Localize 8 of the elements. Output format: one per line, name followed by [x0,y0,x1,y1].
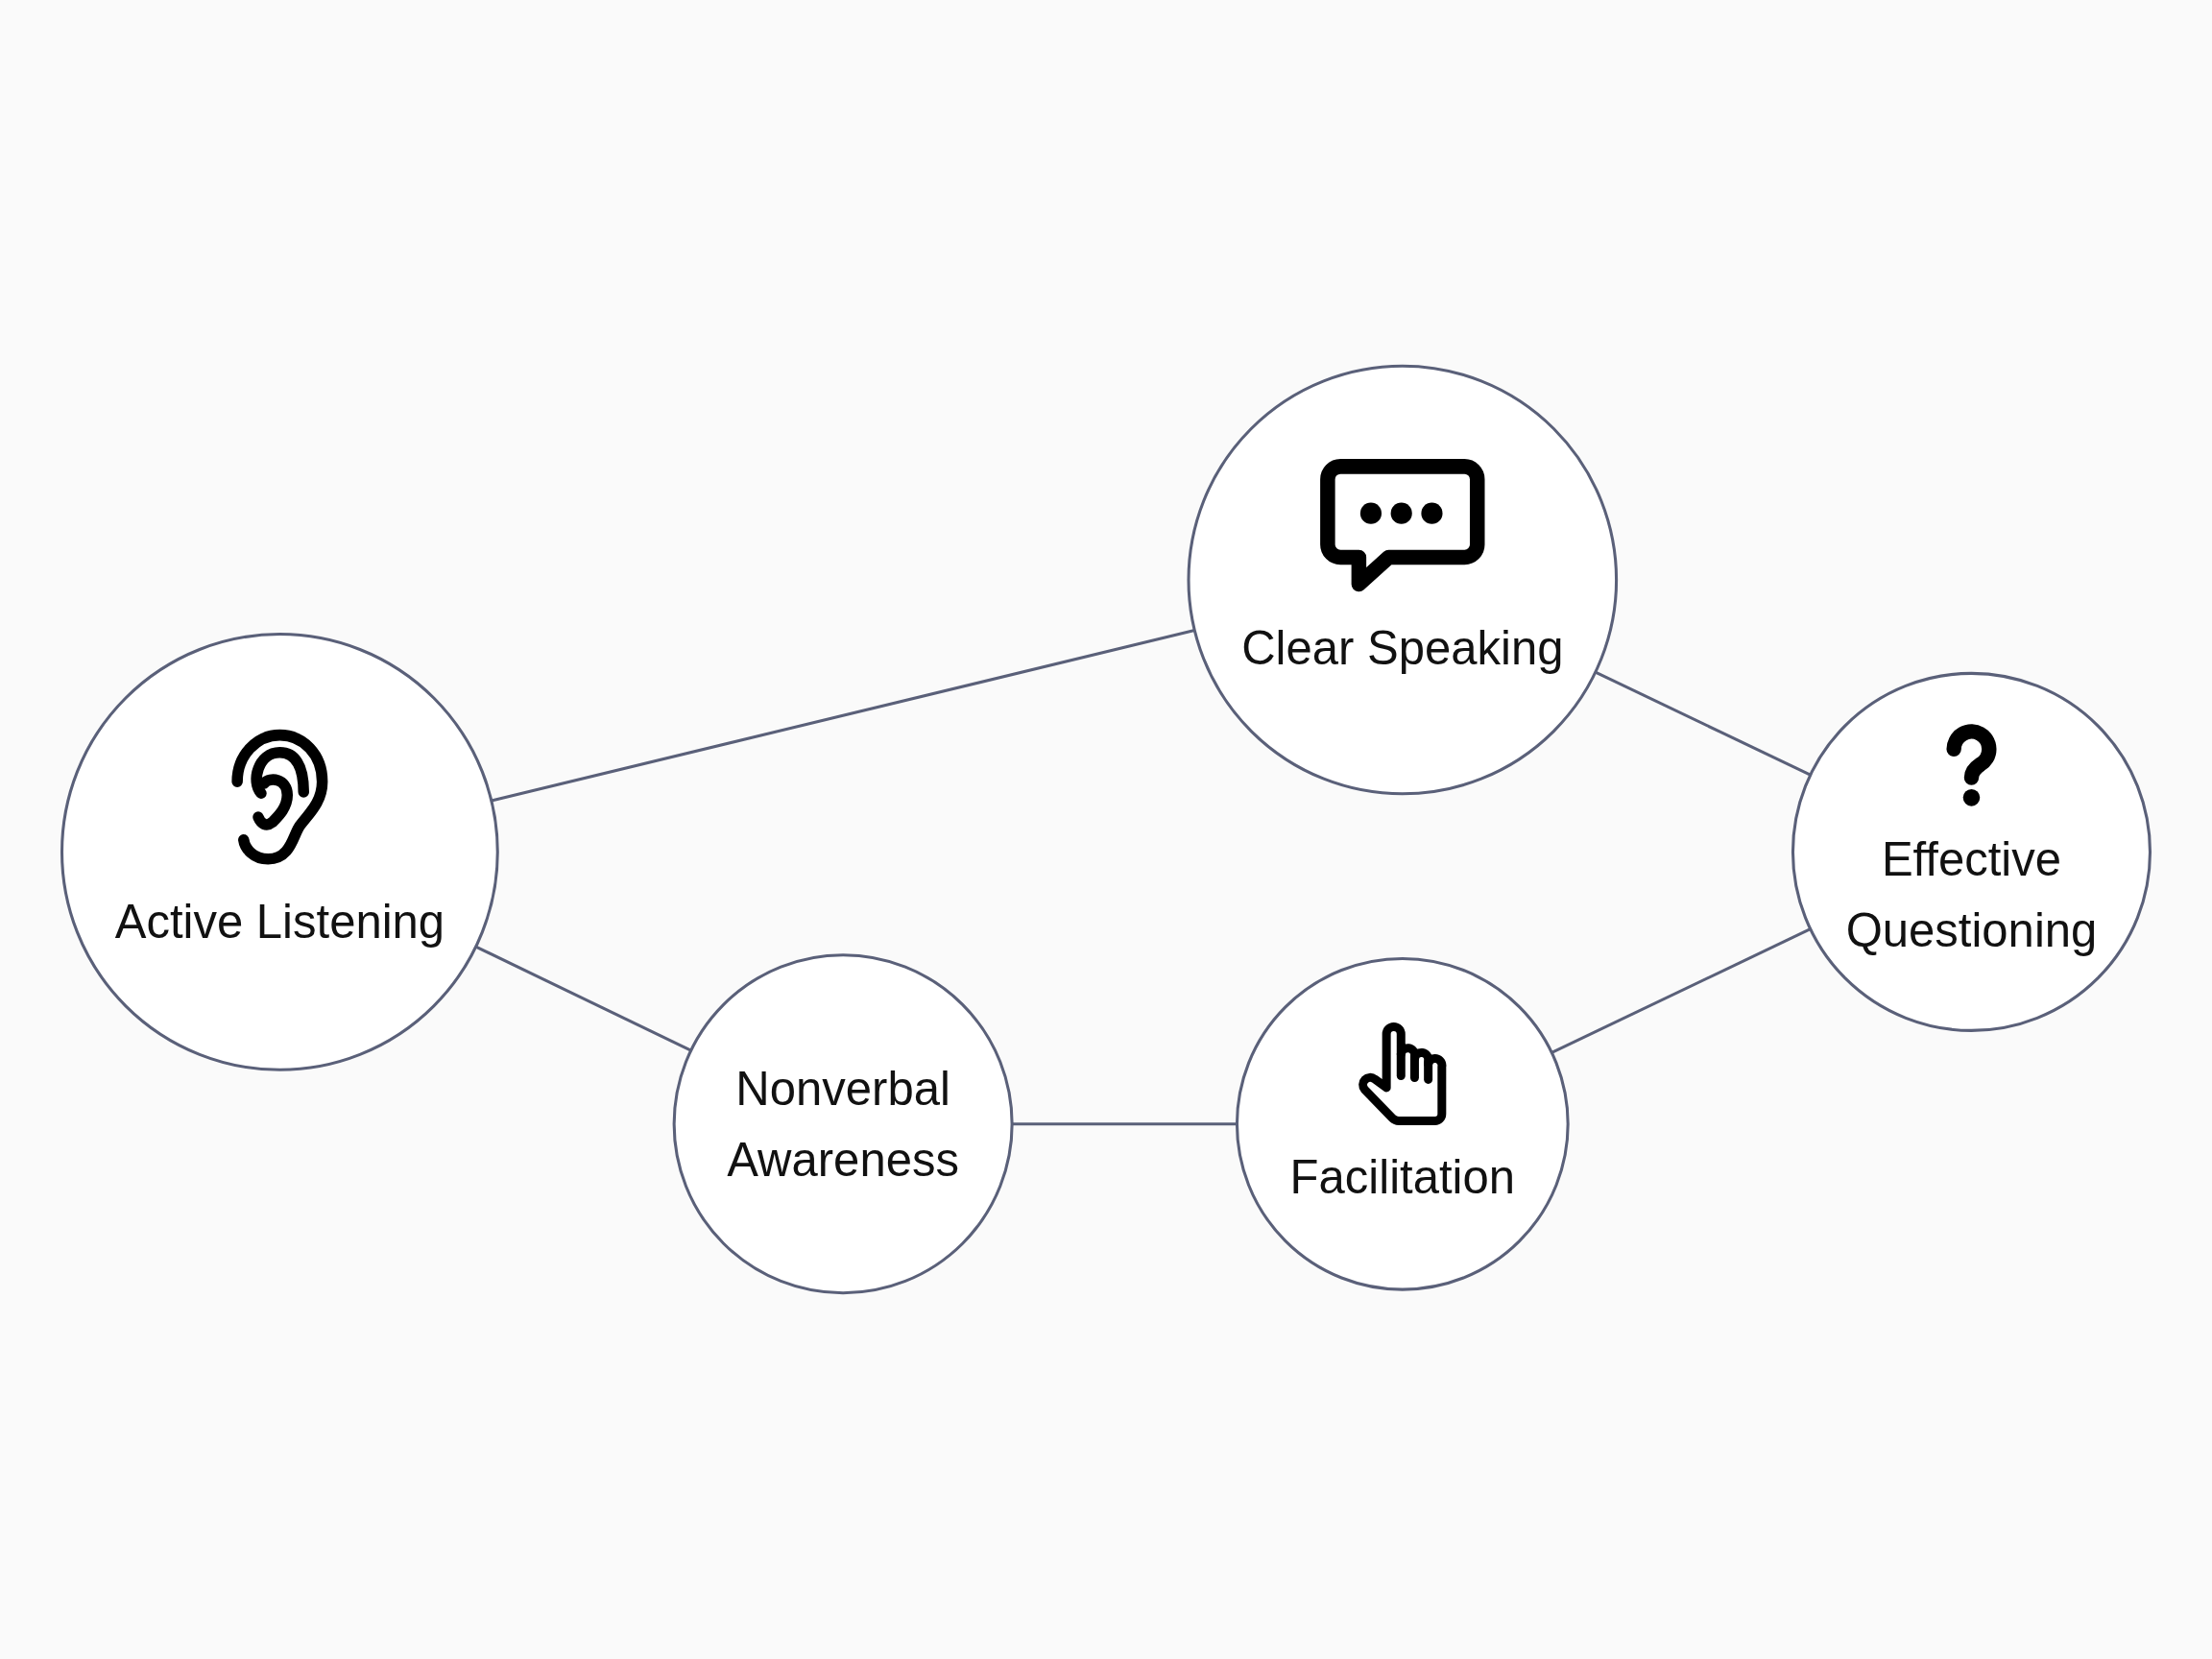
node-circle: Effective Questioning [1791,671,2152,1032]
node-circle: Facilitation [1235,956,1570,1291]
node-circle: Clear Speaking [1187,364,1619,796]
node-circle: Nonverbal Awareness [672,953,1014,1295]
connector [1551,927,1812,1054]
connector [1595,670,1812,777]
node-circle: Active Listening [60,633,499,1071]
connector [475,945,692,1052]
